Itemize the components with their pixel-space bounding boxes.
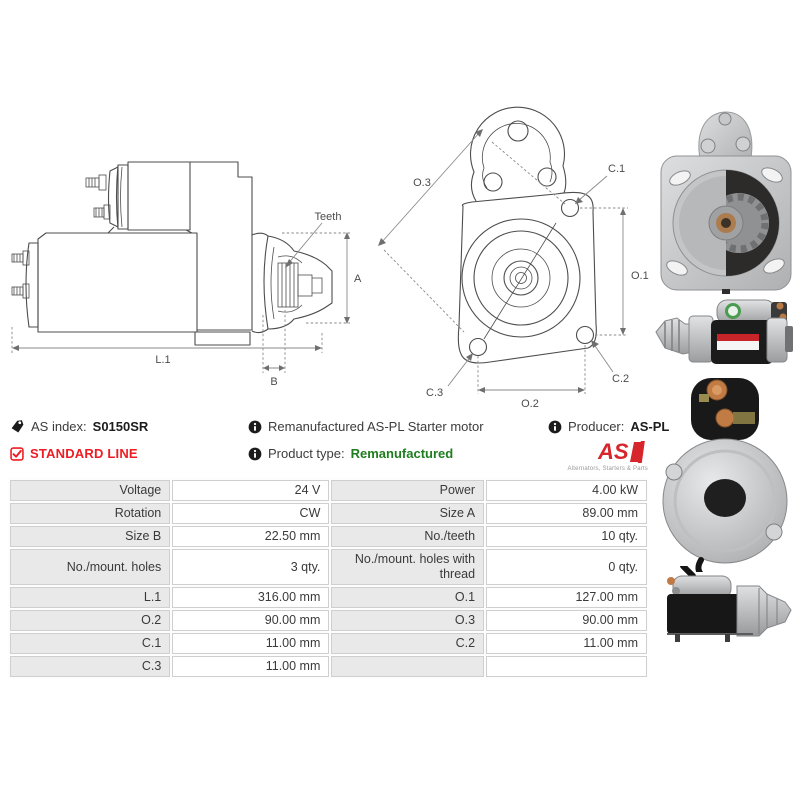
standard-line-text: STANDARD LINE <box>30 446 138 461</box>
checked-checkbox-icon <box>10 446 24 461</box>
spec-value: 90.00 mm <box>486 610 647 631</box>
product-type-label: Product type: <box>268 446 345 461</box>
spec-value: 127.00 mm <box>486 587 647 608</box>
as-index-value: S0150SR <box>92 419 149 434</box>
product-photo-column <box>653 106 799 648</box>
spec-label: C.2 <box>331 633 485 654</box>
spec-label <box>331 656 485 677</box>
specifications-table: Voltage 24 V Power 4.00 kW Rotation CW S… <box>8 478 649 679</box>
dim-label-a: A <box>354 273 362 285</box>
as-pl-logo-text: AS <box>597 440 629 464</box>
spec-label: No./mount. holes with thread <box>331 549 485 585</box>
spec-label: Size B <box>10 526 171 547</box>
dim-label-o1: O.1 <box>631 270 649 282</box>
producer-label: Producer: <box>568 419 625 434</box>
spec-row: L.1 316.00 mm O.1 127.00 mm <box>10 587 647 608</box>
spec-label: No./mount. holes <box>10 549 171 585</box>
info-icon <box>248 420 262 434</box>
spec-value: 0 qty. <box>486 549 647 585</box>
spec-label: O.3 <box>331 610 485 631</box>
product-photo-side-view-1 <box>655 299 793 364</box>
spec-value: 90.00 mm <box>172 610 330 631</box>
dim-label-c3: C.3 <box>426 387 443 399</box>
product-type: Product type: Remanufactured <box>248 446 453 461</box>
spec-row: C.3 11.00 mm <box>10 656 647 677</box>
product-photo-rear-view <box>662 378 788 572</box>
as-index-label: AS index: <box>31 419 87 434</box>
producer-value: AS-PL <box>630 419 670 434</box>
spec-label: C.1 <box>10 633 171 654</box>
spec-value: 11.00 mm <box>172 656 330 677</box>
spec-label: L.1 <box>10 587 171 608</box>
spec-value: 11.00 mm <box>172 633 330 654</box>
dim-label-c1: C.1 <box>608 163 625 175</box>
spec-label: Power <box>331 480 485 501</box>
spec-value: 22.50 mm <box>172 526 330 547</box>
dim-label-o3: O.3 <box>413 177 431 189</box>
spec-label: No./teeth <box>331 526 485 547</box>
technical-drawing-front-view: O.3 C.1 O.1 C.2 C.3 O.2 <box>378 106 649 410</box>
spec-value: 316.00 mm <box>172 587 330 608</box>
spec-row: Voltage 24 V Power 4.00 kW <box>10 480 647 501</box>
spec-row: C.1 11.00 mm C.2 11.00 mm <box>10 633 647 654</box>
spec-label: O.2 <box>10 610 171 631</box>
product-description-text: Remanufactured AS-PL Starter motor <box>268 419 484 434</box>
info-icon <box>548 420 562 434</box>
spec-row: Rotation CW Size A 89.00 mm <box>10 503 647 524</box>
product-photo-flange-front <box>660 111 792 294</box>
spec-value: 10 qty. <box>486 526 647 547</box>
product-description: Remanufactured AS-PL Starter motor <box>248 419 484 434</box>
spec-row: No./mount. holes 3 qty. No./mount. holes… <box>10 549 647 585</box>
dim-label-o2: O.2 <box>521 398 539 410</box>
spec-row: O.2 90.00 mm O.3 90.00 mm <box>10 610 647 631</box>
product-info-bar: AS index: S0150SR Remanufactured AS-PL S… <box>0 418 800 474</box>
spec-label: Rotation <box>10 503 171 524</box>
tag-icon <box>10 419 25 434</box>
spec-value <box>486 656 647 677</box>
dim-label-teeth: Teeth <box>315 211 342 223</box>
technical-drawing-side-view: Teeth A L.1 B <box>11 161 362 388</box>
spec-label: Size A <box>331 503 485 524</box>
spec-label: C.3 <box>10 656 171 677</box>
spec-label: O.1 <box>331 587 485 608</box>
dim-label-l1: L.1 <box>155 354 170 366</box>
info-icon <box>248 447 262 461</box>
spec-label: Voltage <box>10 480 171 501</box>
product-photo-side-view-2 <box>667 566 792 642</box>
spec-row: Size B 22.50 mm No./teeth 10 qty. <box>10 526 647 547</box>
spec-value: CW <box>172 503 330 524</box>
spec-value: 4.00 kW <box>486 480 647 501</box>
spec-value: 11.00 mm <box>486 633 647 654</box>
standard-line-badge: STANDARD LINE <box>10 446 138 461</box>
dim-label-c2: C.2 <box>612 373 629 385</box>
spec-value: 89.00 mm <box>486 503 647 524</box>
as-index: AS index: S0150SR <box>10 419 148 434</box>
dim-label-b: B <box>270 376 277 388</box>
as-pl-logo-tagline: Alternators, Starters & Parts <box>567 466 648 472</box>
as-pl-logo: AS Alternators, Starters & Parts <box>552 440 648 472</box>
producer: Producer: AS-PL <box>548 419 669 434</box>
spec-value: 24 V <box>172 480 330 501</box>
spec-value: 3 qty. <box>172 549 330 585</box>
product-type-value: Remanufactured <box>350 446 454 461</box>
